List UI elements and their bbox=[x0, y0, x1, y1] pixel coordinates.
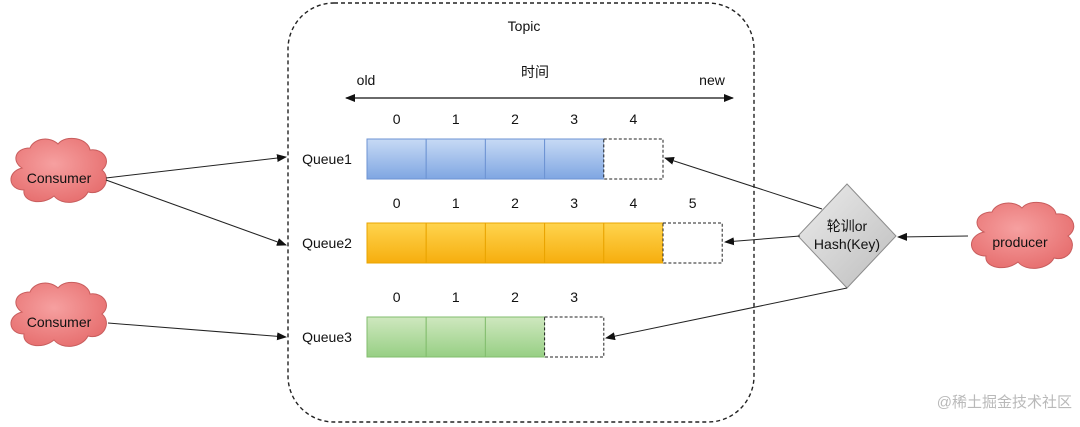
arrow-router-queue1 bbox=[664, 156, 823, 210]
queue-cell bbox=[366, 222, 427, 264]
arrow-router-queue2 bbox=[724, 235, 801, 246]
queue-index-label: 1 bbox=[452, 111, 460, 127]
queue-index-label: 1 bbox=[452, 195, 460, 211]
arrow-producer-router bbox=[897, 232, 969, 241]
queue-cell bbox=[425, 138, 486, 180]
queue-index-label: 3 bbox=[570, 289, 578, 305]
consumer-cloud: Consumer bbox=[10, 281, 107, 347]
queue-cell bbox=[484, 222, 546, 264]
router-label-line2: Hash(Key) bbox=[814, 236, 880, 252]
queue-index-label: 0 bbox=[393, 111, 401, 127]
queue-index-label: 0 bbox=[393, 195, 401, 211]
time-label: 时间 bbox=[521, 64, 549, 80]
queue-label: Queue2 bbox=[302, 235, 352, 251]
queues-layer: 0 1 2 3 4 0 1 2 3 4 5 0 1 2 3 bbox=[366, 111, 723, 358]
queue-cell bbox=[425, 316, 486, 358]
router-label-line1: 轮训or bbox=[827, 218, 868, 234]
arrow-router-queue3 bbox=[605, 287, 848, 341]
watermark: @稀土掘金技术社区 bbox=[937, 394, 1072, 411]
queue-cell bbox=[484, 138, 546, 180]
queue-index-label: 1 bbox=[452, 289, 460, 305]
queue-index-label: 2 bbox=[511, 289, 519, 305]
queue-cell bbox=[603, 222, 664, 264]
queue-cell bbox=[544, 222, 605, 264]
queue-cell bbox=[425, 222, 486, 264]
queue-cell-empty bbox=[544, 316, 605, 358]
queue-index-label: 2 bbox=[511, 111, 519, 127]
queue-cell bbox=[366, 138, 427, 180]
queue-cell bbox=[366, 316, 427, 358]
consumer-label: Consumer bbox=[27, 314, 92, 330]
producer-label: producer bbox=[992, 234, 1048, 250]
queue-index-label: 2 bbox=[511, 195, 519, 211]
old-label: old bbox=[357, 72, 376, 88]
new-label: new bbox=[699, 72, 726, 88]
queue-index-label: 0 bbox=[393, 289, 401, 305]
queue-index-label: 4 bbox=[630, 195, 638, 211]
router-diamond: 轮训or Hash(Key) bbox=[797, 183, 897, 289]
queue-index-label: 4 bbox=[630, 111, 638, 127]
queue-cell bbox=[484, 316, 546, 358]
queue-cell-empty bbox=[662, 222, 723, 264]
arrow-consumer2-queue3 bbox=[107, 322, 287, 341]
queue-index-label: 5 bbox=[689, 195, 697, 211]
queue-label: Queue3 bbox=[302, 329, 352, 345]
topic-title: Topic bbox=[508, 18, 541, 34]
topic-container bbox=[287, 2, 755, 423]
arrow-consumer1-queue2 bbox=[105, 179, 287, 246]
queue-cell-empty bbox=[603, 138, 664, 180]
queue-label: Queue1 bbox=[302, 151, 352, 167]
queue-cell bbox=[544, 138, 605, 180]
consumer-cloud: Consumer bbox=[10, 137, 107, 203]
queue-index-label: 3 bbox=[570, 195, 578, 211]
consumer-label: Consumer bbox=[27, 170, 92, 186]
arrow-consumer1-queue1 bbox=[105, 154, 287, 179]
producer-cloud: producer bbox=[971, 201, 1075, 269]
queue-index-label: 3 bbox=[570, 111, 578, 127]
